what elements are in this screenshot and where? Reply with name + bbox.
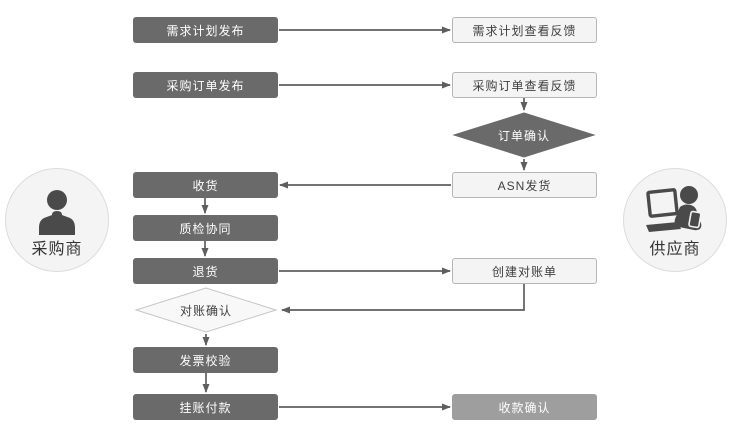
buyer-actor-circle: 采购商 (5, 168, 109, 272)
supplier-actor-circle: 供应商 (623, 168, 727, 272)
node-quality-collab: 质检协同 (133, 215, 278, 241)
node-receive-goods: 收货 (133, 172, 278, 198)
node-return-goods: 退货 (133, 258, 278, 284)
node-asn-ship: ASN发货 (452, 172, 597, 198)
supplier-label: 供应商 (649, 241, 701, 258)
person-at-laptop-icon (646, 186, 702, 232)
node-order-confirm-diamond: 订单确认 (452, 112, 596, 158)
arrow-create-statement-to-recon-confirm (281, 284, 525, 314)
node-receipt-confirm: 收款确认 (452, 394, 597, 420)
diamond-shape (452, 112, 596, 158)
person-icon (39, 190, 75, 235)
node-demand-plan-feedback: 需求计划查看反馈 (452, 17, 597, 43)
node-create-statement: 创建对账单 (452, 258, 597, 284)
node-recon-confirm-label: 对账确认 (179, 303, 232, 318)
node-payment-on-account: 挂账付款 (133, 394, 278, 420)
node-po-release: 采购订单发布 (133, 72, 278, 98)
node-po-feedback: 采购订单查看反馈 (452, 72, 597, 98)
node-recon-confirm-diamond: 对账确认 (134, 287, 278, 333)
diamond-shape (134, 287, 278, 333)
node-invoice-check: 发票校验 (133, 347, 278, 373)
node-order-confirm-label: 订单确认 (497, 128, 550, 143)
buyer-label: 采购商 (31, 241, 83, 258)
node-demand-plan-release: 需求计划发布 (133, 17, 278, 43)
